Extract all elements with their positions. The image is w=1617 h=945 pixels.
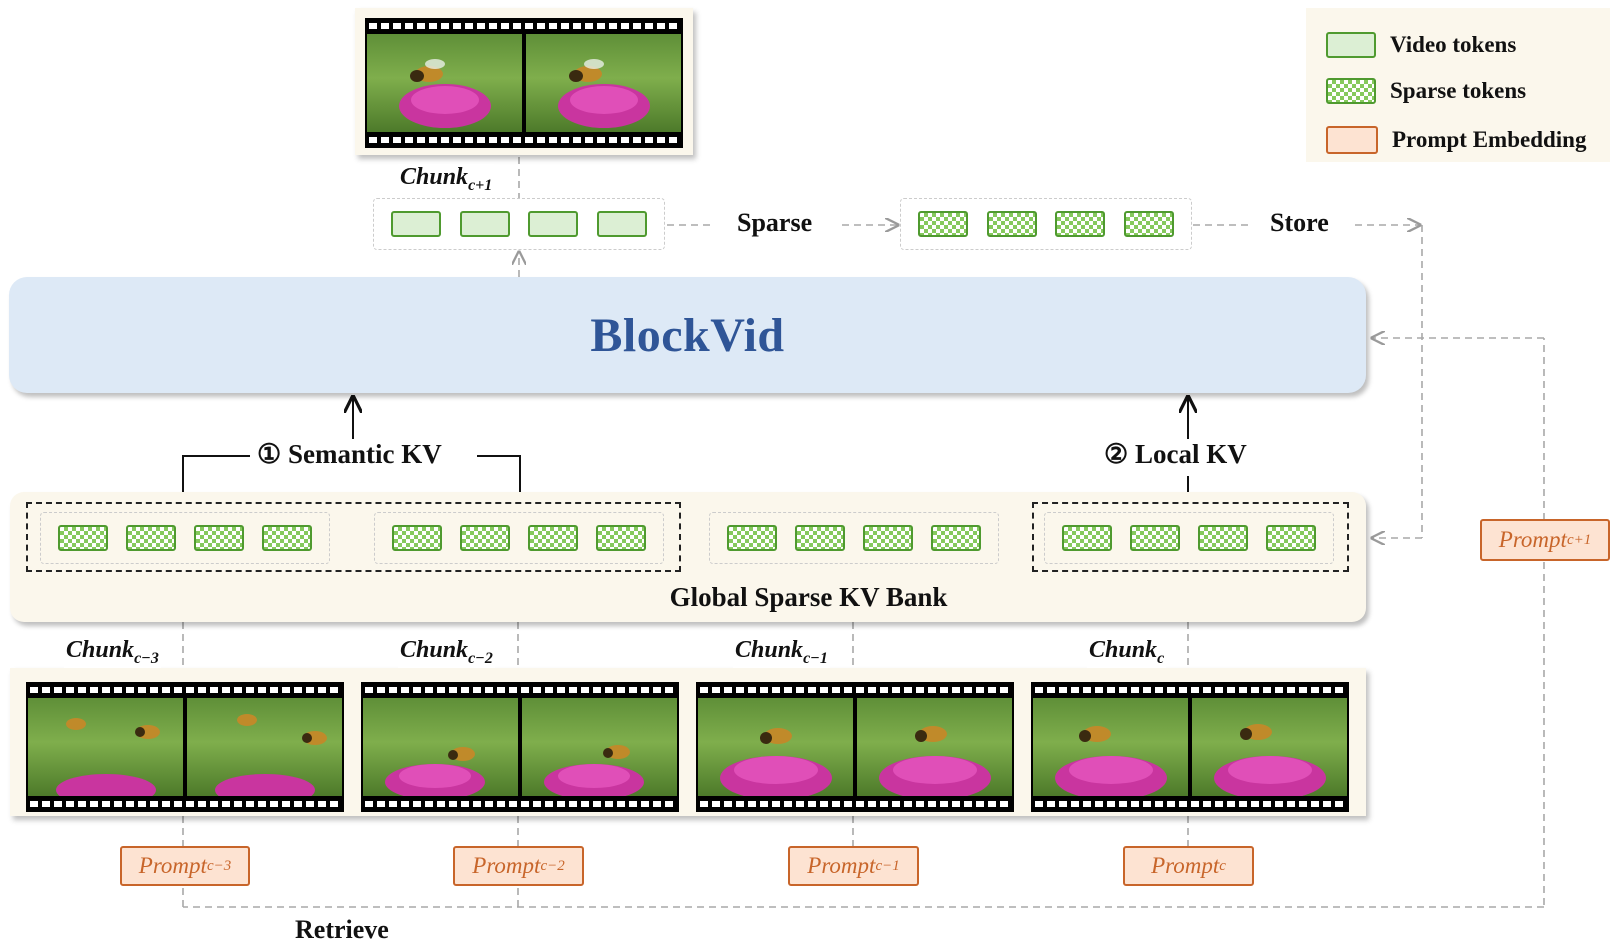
sparse-token xyxy=(1198,525,1248,551)
film-perforation-top xyxy=(1035,687,1345,693)
prompt-embedding-swatch xyxy=(1326,126,1378,154)
legend-sparse-label: Sparse tokens xyxy=(1390,78,1527,103)
chunk-filmstrip xyxy=(361,682,679,812)
sparse-token xyxy=(1130,525,1180,551)
video-frame xyxy=(857,698,1012,796)
chunk-filmstrip xyxy=(26,682,344,812)
bank-token-group-c-1 xyxy=(709,512,999,564)
sparse-token xyxy=(795,525,845,551)
flower-bee-image xyxy=(399,59,491,128)
blockvid-title: BlockVid xyxy=(590,308,785,362)
video-frame xyxy=(28,698,183,796)
video-frame xyxy=(522,698,677,796)
video-frame xyxy=(526,34,681,132)
sparse-token xyxy=(460,525,510,551)
bank-token-group-c-2 xyxy=(374,512,664,564)
flower-bee-image xyxy=(544,745,644,796)
chunk-label: Chunkc−2 xyxy=(398,637,495,668)
bank-title: Global Sparse KV Bank xyxy=(669,582,948,612)
film-perforation-bottom xyxy=(700,801,1010,807)
sparse-token xyxy=(58,525,108,551)
sparse-token xyxy=(986,211,1037,237)
film-perforation-bottom xyxy=(369,137,679,143)
video-frame xyxy=(698,698,853,796)
sparse-token xyxy=(262,525,312,551)
sparse-token xyxy=(727,525,777,551)
sparse-token xyxy=(1055,211,1106,237)
sparse-token xyxy=(931,525,981,551)
flower-bee-image xyxy=(215,714,327,796)
video-token xyxy=(391,211,442,237)
video-frame xyxy=(1033,698,1188,796)
sparse-token xyxy=(918,211,969,237)
global-sparse-kv-bank xyxy=(10,492,1366,622)
semantic-kv-label: ① Semantic KV xyxy=(254,439,445,470)
sparse-token xyxy=(528,525,578,551)
sparse-token xyxy=(126,525,176,551)
film-perforation-bottom xyxy=(1035,801,1345,807)
film-perforation-bottom xyxy=(365,801,675,807)
legend-row-video: Video tokens xyxy=(1326,30,1516,60)
sparse-token xyxy=(1123,211,1174,237)
chunk-filmstrip xyxy=(696,682,1014,812)
video-token-group xyxy=(373,198,665,250)
video-token xyxy=(459,211,510,237)
store-label: Store xyxy=(1266,208,1333,238)
video-token-swatch xyxy=(1326,32,1376,58)
semantic-kv-selection xyxy=(26,502,681,572)
legend: Video tokens Sparse tokens Prompt Embedd… xyxy=(1306,8,1610,162)
legend-row-sparse: Sparse tokens xyxy=(1326,76,1526,106)
sparse-token-swatch xyxy=(1326,78,1376,104)
legend-video-label: Video tokens xyxy=(1390,32,1517,57)
chunk-label: Chunkc−3 xyxy=(64,637,161,668)
chunk-label: Chunkc xyxy=(1087,637,1167,668)
bank-token-group-c xyxy=(1044,512,1334,564)
output-chunk-filmstrip xyxy=(365,18,683,148)
legend-row-prompt: Prompt Embedding xyxy=(1326,125,1586,155)
film-perforation-top xyxy=(365,687,675,693)
video-frame xyxy=(367,34,522,132)
sparse-token-group xyxy=(900,198,1192,250)
film-perforation-bottom xyxy=(30,801,340,807)
flower-bee-image xyxy=(879,726,991,796)
flower-bee-image xyxy=(720,728,832,796)
flower-bee-image xyxy=(1214,724,1326,796)
sparse-token xyxy=(194,525,244,551)
bank-token-group-c-3 xyxy=(40,512,330,564)
video-frame xyxy=(187,698,342,796)
chunk-label: Chunkc−1 xyxy=(733,637,830,668)
flower-bee-image xyxy=(558,59,650,128)
sparse-token xyxy=(596,525,646,551)
flower-bee-image xyxy=(385,747,485,796)
sparse-label: Sparse xyxy=(733,208,817,238)
video-frame xyxy=(363,698,518,796)
local-kv-selection xyxy=(1032,502,1349,572)
video-token xyxy=(528,211,579,237)
legend-prompt-label: Prompt Embedding xyxy=(1392,127,1587,152)
sparse-token xyxy=(1266,525,1316,551)
film-perforation-top xyxy=(700,687,1010,693)
blockvid-model-block: BlockVid xyxy=(9,277,1366,393)
sparse-token xyxy=(1062,525,1112,551)
sparse-token xyxy=(392,525,442,551)
video-token xyxy=(596,211,647,237)
flower-bee-image xyxy=(1055,726,1167,796)
sparse-token xyxy=(863,525,913,551)
chunk-filmstrip xyxy=(1031,682,1349,812)
video-frame xyxy=(1192,698,1347,796)
chunk-next-label: Chunkc+1 xyxy=(398,164,495,195)
local-kv-label: ② Local KV xyxy=(1101,439,1250,470)
film-perforation-top xyxy=(369,23,679,29)
flower-bee-image xyxy=(56,718,160,796)
film-perforation-top xyxy=(30,687,340,693)
retrieve-label: Retrieve xyxy=(295,915,389,944)
